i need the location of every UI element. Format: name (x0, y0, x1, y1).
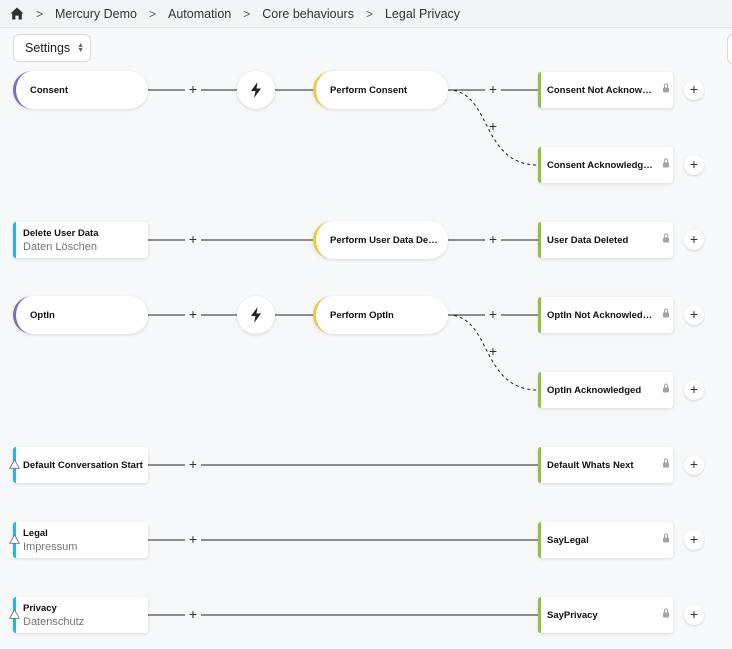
add-step-button[interactable]: + (185, 532, 201, 548)
intent-node-privacy[interactable]: Privacy Datenschutz (13, 597, 148, 633)
node-title: SayLegal (547, 534, 589, 546)
output-node-saylegal[interactable]: SayLegal (538, 522, 673, 558)
warning-icon (9, 609, 20, 619)
dashed-connector (447, 89, 539, 166)
lightning-trigger-button[interactable] (237, 71, 275, 109)
add-step-button[interactable]: + (485, 232, 501, 248)
lock-icon (663, 608, 669, 618)
output-node-default-whats-next[interactable]: Default Whats Next (538, 447, 673, 483)
output-node-optin-acknowledged[interactable]: OptIn Acknowledged (538, 372, 673, 408)
lock-icon (663, 233, 669, 243)
intent-node-legal[interactable]: Legal Impressum (13, 522, 148, 558)
node-title: Consent Acknowledged (547, 159, 653, 171)
chevron-right-icon: > (148, 6, 156, 21)
lock-icon (663, 383, 669, 393)
warning-icon (9, 459, 20, 469)
node-subtitle: Daten Löschen (23, 240, 97, 253)
add-output-button[interactable]: + (684, 305, 704, 325)
dashed-connector (447, 314, 539, 391)
trigger-node-consent[interactable]: Consent (13, 71, 148, 109)
output-node-consent-acknowledged[interactable]: Consent Acknowledged (538, 147, 673, 183)
lock-icon (663, 83, 669, 93)
action-node-perform-optin[interactable]: Perform OptIn (313, 296, 448, 334)
node-subtitle: Impressum (23, 540, 78, 553)
lightning-icon (251, 307, 261, 323)
intent-node-delete-user-data[interactable]: Delete User Data Daten Löschen (13, 222, 148, 258)
breadcrumb-item-legal-privacy: Legal Privacy (384, 6, 461, 21)
node-title: SayPrivacy (547, 609, 598, 621)
add-step-button[interactable]: + (485, 307, 501, 323)
output-node-optin-not-acknowledged[interactable]: OptIn Not Acknowledged (538, 297, 673, 333)
add-step-button[interactable]: + (185, 457, 201, 473)
node-title: Legal (23, 527, 48, 539)
add-output-button[interactable]: + (684, 455, 704, 475)
add-output-button[interactable]: + (684, 530, 704, 550)
updown-chevron-icon: ▲▼ (77, 42, 85, 54)
add-step-button[interactable]: + (185, 307, 201, 323)
node-title: Perform OptIn (330, 309, 394, 321)
add-step-button[interactable]: + (485, 82, 501, 98)
node-title: Privacy (23, 602, 57, 614)
breadcrumb: > Mercury Demo > Automation > Core behaviou… (0, 0, 732, 28)
output-node-user-data-deleted[interactable]: User Data Deleted (538, 222, 673, 258)
action-node-perform-consent[interactable]: Perform Consent (313, 71, 448, 109)
action-node-perform-user-data-delete[interactable]: Perform User Data Delet... (313, 221, 448, 259)
node-title: User Data Deleted (547, 234, 629, 246)
node-title: Perform User Data Delet... (330, 234, 438, 246)
node-title: Default Conversation Start (23, 459, 143, 471)
add-branch-button[interactable]: + (488, 118, 498, 134)
node-title: OptIn Not Acknowledged (547, 309, 653, 321)
add-output-button[interactable]: + (684, 80, 704, 100)
lock-icon (663, 458, 669, 468)
chevron-right-icon: > (365, 6, 373, 21)
node-title: Consent (30, 84, 68, 96)
lock-icon (663, 308, 669, 318)
intent-node-default-conversation-start[interactable]: Default Conversation Start (13, 447, 148, 483)
settings-label: Settings (25, 41, 71, 55)
chevron-right-icon: > (243, 6, 251, 21)
lightning-icon (251, 82, 261, 98)
node-title: Delete User Data (23, 227, 99, 239)
output-node-consent-not-acknowledged[interactable]: Consent Not Acknowledg... (538, 72, 673, 108)
home-icon[interactable] (10, 7, 24, 20)
breadcrumb-item-core-behaviours[interactable]: Core behaviours (262, 6, 354, 21)
node-title: Consent Not Acknowledg... (547, 84, 653, 96)
add-step-button[interactable]: + (185, 232, 201, 248)
chevron-right-icon: > (36, 6, 44, 21)
add-step-button[interactable]: + (185, 607, 201, 623)
breadcrumb-item-mercury-demo[interactable]: Mercury Demo (55, 6, 137, 21)
add-branch-button[interactable]: + (488, 343, 498, 359)
add-output-button[interactable]: + (684, 155, 704, 175)
node-title: Perform Consent (330, 84, 408, 96)
node-subtitle: Datenschutz (23, 615, 85, 628)
node-title: OptIn Acknowledged (547, 384, 642, 396)
add-output-button[interactable]: + (684, 380, 704, 400)
output-node-sayprivacy[interactable]: SayPrivacy (538, 597, 673, 633)
add-output-button[interactable]: + (684, 230, 704, 250)
node-title: Default Whats Next (547, 459, 634, 471)
add-step-button[interactable]: + (185, 82, 201, 98)
lock-icon (663, 533, 669, 543)
breadcrumb-item-automation[interactable]: Automation (168, 6, 232, 21)
lock-icon (663, 158, 669, 168)
add-output-button[interactable]: + (684, 605, 704, 625)
warning-icon (9, 534, 20, 544)
trigger-node-optin[interactable]: OptIn (13, 296, 148, 334)
lightning-trigger-button[interactable] (237, 296, 275, 334)
settings-dropdown[interactable]: Settings ▲▼ (13, 34, 91, 62)
node-title: OptIn (30, 309, 55, 321)
